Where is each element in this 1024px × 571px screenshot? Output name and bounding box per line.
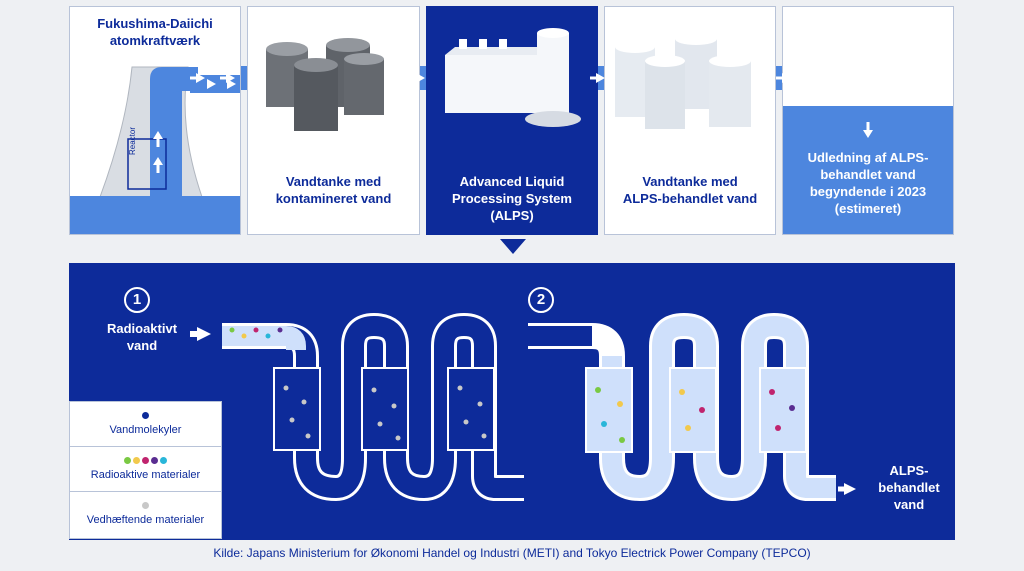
panel-contaminated-tanks: Vandtanke med kontamineret vand <box>247 6 420 235</box>
output-label: ALPS- behandlet vand <box>878 463 940 512</box>
filter-tank <box>447 367 495 451</box>
radioactive-particle-icon <box>142 457 149 464</box>
source-caption: Kilde: Japans Ministerium for Økonomi Ha… <box>213 546 811 560</box>
radioactive-particle-icon <box>151 457 158 464</box>
tank-cluster-white <box>615 33 751 129</box>
filter-tank <box>273 367 321 451</box>
panel-alps: Advanced Liquid Processing System (ALPS) <box>426 6 598 235</box>
panel-treated-tanks: Vandtanke med ALPS-behandlet vand <box>604 6 776 235</box>
panel-power-plant: Fukushima-Daiichi atomkraftværk Reactor <box>69 6 241 235</box>
legend-label: Vedhæftende materialer <box>86 514 205 526</box>
alps-plant-illustration <box>445 28 581 127</box>
input-label: Radioaktivt vand <box>106 321 178 353</box>
legend-label: Vandmolekyler <box>109 424 182 436</box>
filter-tank <box>585 367 633 453</box>
arrow-right-icon <box>197 327 211 341</box>
radioactive-particle-icon <box>124 457 131 464</box>
discharge-label: Udledning af ALPS- behandlet vand begynd… <box>807 150 929 216</box>
radioactive-particle-icon <box>133 457 140 464</box>
alps-label: Advanced Liquid Processing System (ALPS) <box>452 174 572 223</box>
legend-item-water: Vandmolekyler <box>70 402 221 447</box>
step-1-badge: 1 <box>124 287 150 313</box>
water-molecule-icon <box>142 412 149 419</box>
filter-tank <box>669 367 717 453</box>
water-surface <box>70 196 240 234</box>
legend: Vandmolekyler Radioaktive materialer Ved… <box>69 401 222 539</box>
contaminated-tanks-label: Vandtanke med kontamineret vand <box>275 174 392 206</box>
filter-tank <box>759 367 807 453</box>
treated-tanks-label: Vandtanke med ALPS-behandlet vand <box>622 174 758 206</box>
tank-cluster-gray <box>266 38 384 131</box>
adhering-particle-icon <box>142 502 149 509</box>
arrow-right-icon <box>844 483 856 495</box>
legend-item-adhering: Vedhæftende materialer <box>70 492 221 537</box>
plant-title: Fukushima-Daiichi atomkraftværk <box>97 16 213 48</box>
legend-label: Radioaktive materialer <box>90 469 201 481</box>
filter-tank <box>361 367 409 451</box>
step-2-badge: 2 <box>528 287 554 313</box>
radioactive-particle-icon <box>160 457 167 464</box>
legend-item-radioactive: Radioaktive materialer <box>70 447 221 492</box>
